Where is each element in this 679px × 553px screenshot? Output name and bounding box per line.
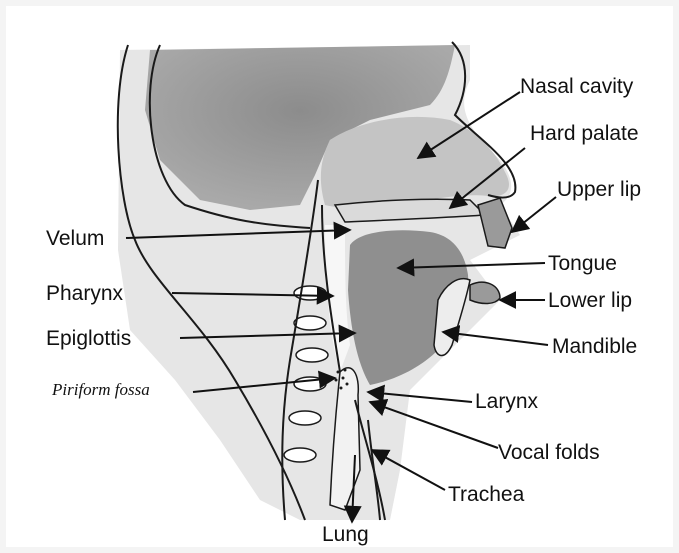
vertebra [294,316,326,330]
label-vocal-folds: Vocal folds [498,441,600,464]
label-velum: Velum [46,227,104,250]
label-nasal-cavity: Nasal cavity [520,75,634,98]
vertebra [296,348,328,362]
label-upper-lip: Upper lip [557,178,641,201]
vertebra [289,411,321,425]
label-epiglottis: Epiglottis [46,327,131,350]
label-piriform-fossa: Piriform fossa [51,380,150,399]
label-pharynx: Pharynx [46,282,124,305]
label-trachea: Trachea [448,483,525,506]
vertebra [294,286,326,300]
label-larynx: Larynx [475,390,539,413]
label-lung: Lung [322,523,369,546]
vertebra [284,448,316,462]
label-mandible: Mandible [552,335,637,358]
label-hard-palate: Hard palate [530,122,639,145]
label-lower-lip: Lower lip [548,289,632,312]
label-tongue: Tongue [548,252,617,275]
